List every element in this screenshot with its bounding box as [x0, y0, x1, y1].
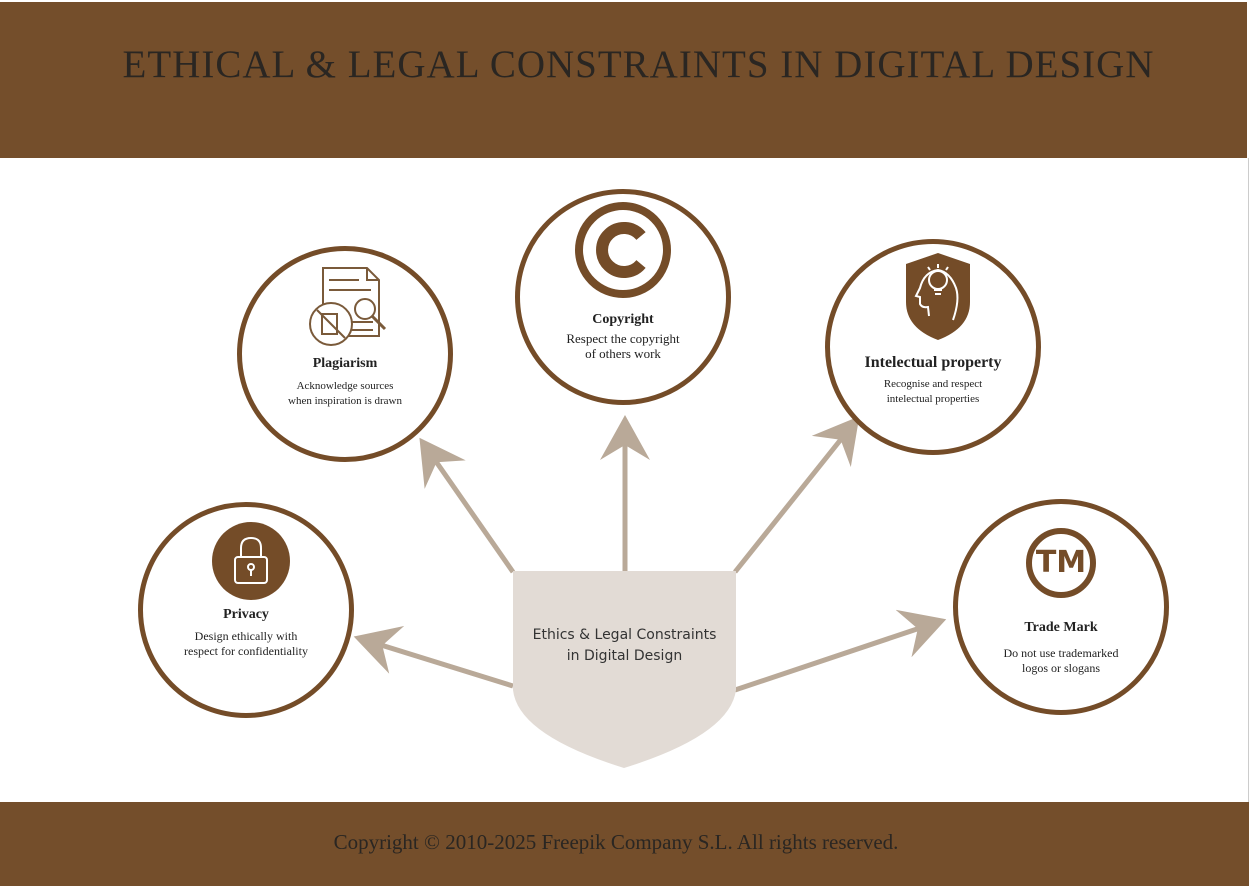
page-title: ETHICAL & LEGAL CONSTRAINTS IN DIGITAL D… [122, 43, 1155, 86]
trademark-icon: TM [1026, 528, 1096, 598]
center-label: Ethics & Legal Constraints in Digital Des… [513, 625, 736, 667]
privacy-desc-1: Design ethically with [194, 629, 298, 643]
copyright-desc-1: Respect the copyright [566, 331, 680, 346]
plagiarism-document-icon [309, 267, 387, 346]
node-intellectual-property: Intelectual property Recognise and respe… [825, 239, 1041, 455]
arrow-plagiarism [419, 437, 516, 574]
ip-desc-1: Recognise and respect [883, 378, 983, 390]
copyright-title: Copyright [592, 312, 654, 327]
trademark-title: Trade Mark [1024, 620, 1098, 635]
plagiarism-desc-2: when inspiration is drawn [288, 395, 402, 407]
footer-copyright: Copyright © 2010-2025 Freepik Company S.… [333, 830, 899, 854]
ip-title: Intelectual property [864, 354, 1002, 371]
center-shield [513, 571, 736, 768]
plagiarism-desc-1: Acknowledge sources [296, 380, 394, 392]
arrow-privacy [353, 626, 514, 689]
copyright-icon [575, 202, 671, 298]
plagiarism-desc: Acknowledge sources when inspiration is d… [242, 379, 448, 409]
footer-band [0, 802, 1249, 886]
arrow-ip [733, 416, 860, 574]
privacy-desc-2: respect for confidentiality [184, 644, 308, 658]
trademark-desc-2: logos or slogans [1022, 661, 1100, 675]
ip-desc: Recognise and respect intelectual propert… [830, 377, 1036, 407]
header-band [0, 2, 1247, 158]
center-line-2: in Digital Design [566, 648, 683, 664]
arrow-trademark [734, 609, 947, 693]
ip-desc-2: intelectual properties [886, 393, 980, 405]
privacy-title: Privacy [223, 607, 269, 622]
node-plagiarism: Plagiarism Acknowledge sources when inspi… [237, 246, 453, 462]
trademark-desc-1: Do not use trademarked [1003, 646, 1119, 660]
plagiarism-title: Plagiarism [312, 356, 378, 371]
padlock-icon [212, 522, 290, 600]
center-line-1: Ethics & Legal Constraints [532, 627, 717, 643]
lightbulb-head-shield-icon [906, 253, 970, 340]
copyright-desc-2: of others work [585, 346, 661, 361]
